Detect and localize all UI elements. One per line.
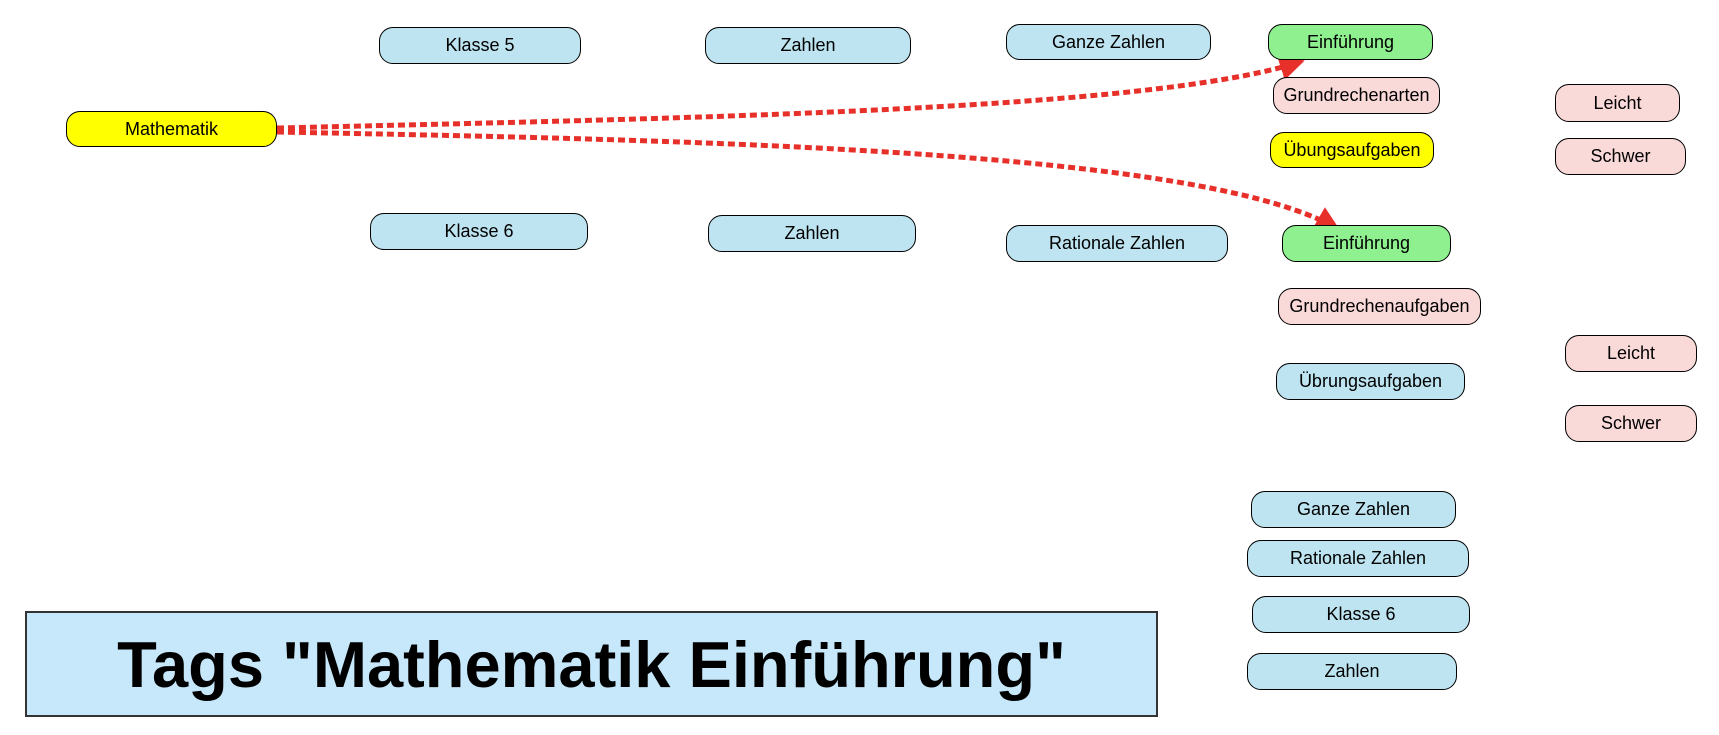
node-klasse-6[interactable]: Klasse 6 [370,213,588,250]
node-leicht[interactable]: Leicht [1555,84,1680,122]
edge-mathematik-einfuehrung-1 [276,56,1305,131]
node-rationale-zahlen[interactable]: Rationale Zahlen [1247,540,1469,577]
node-grundrechenaufgaben[interactable]: Grundrechenaufgaben [1278,288,1481,325]
node-schwer[interactable]: Schwer [1565,405,1697,442]
node-ganze-zahlen[interactable]: Ganze Zahlen [1251,491,1456,528]
node-leicht[interactable]: Leicht [1565,335,1697,372]
node-rationale-zahlen[interactable]: Rationale Zahlen [1006,225,1228,262]
node-klasse-5[interactable]: Klasse 5 [379,27,581,64]
node-mathematik[interactable]: Mathematik [66,111,277,147]
node-grundrechenarten[interactable]: Grundrechenarten [1273,77,1440,114]
node-schwer[interactable]: Schwer [1555,138,1686,175]
title-box: Tags "Mathematik Einführung" [25,611,1158,717]
node-einfuehrung[interactable]: Einführung [1268,24,1433,60]
node-uebrungsaufgaben[interactable]: Übrungsaufgaben [1276,363,1465,400]
node-klasse-6[interactable]: Klasse 6 [1252,596,1470,633]
node-zahlen[interactable]: Zahlen [1247,653,1457,690]
node-uebungsaufgaben[interactable]: Übungsaufgaben [1270,132,1434,168]
node-zahlen[interactable]: Zahlen [708,215,916,252]
node-zahlen[interactable]: Zahlen [705,27,911,64]
node-einfuehrung[interactable]: Einführung [1282,225,1451,262]
page-title: Tags "Mathematik Einführung" [117,627,1066,701]
node-ganze-zahlen[interactable]: Ganze Zahlen [1006,24,1211,60]
